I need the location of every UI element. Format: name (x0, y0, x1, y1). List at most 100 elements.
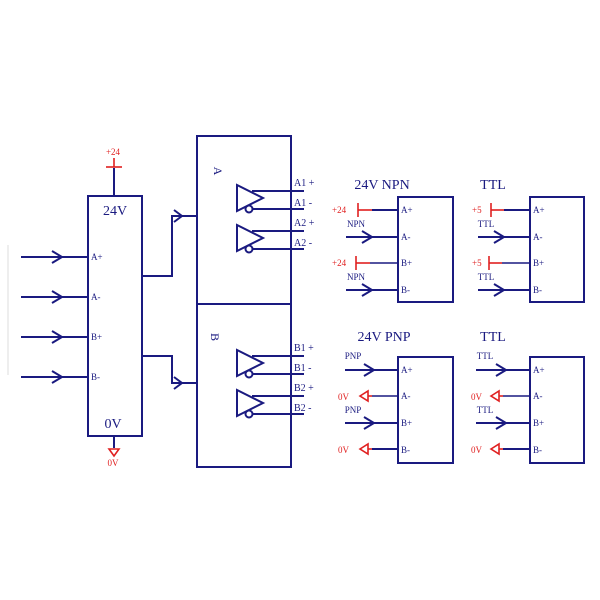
inverter-buffer-icon (236, 223, 266, 253)
arrow-right-icon (493, 230, 506, 244)
pin-label: A- (533, 391, 543, 401)
ground-arrow-icon (358, 389, 369, 403)
channel-b-box (196, 303, 292, 468)
ground-arrow-icon (489, 442, 500, 456)
signal-label: TTL (477, 405, 494, 415)
arrow-right-icon (51, 370, 64, 384)
ground-arrow-icon (489, 389, 500, 403)
output-label: B2 - (294, 403, 312, 414)
pin-label: B+ (533, 418, 544, 428)
inverter-buffer-icon (236, 348, 266, 378)
channel-b-label: B (208, 333, 222, 341)
npn-title: 24V NPN (354, 178, 409, 193)
channel-a-box (196, 135, 292, 305)
arrow-right-icon (361, 283, 374, 297)
inverter-buffer-icon (236, 183, 266, 213)
signal-label: PNP (345, 405, 362, 415)
inversion-bubble (244, 409, 254, 419)
pin-label: B- (533, 445, 542, 455)
input-label: A- (91, 292, 101, 302)
arrow-right-icon (51, 250, 64, 264)
supply-label: +5 (472, 258, 482, 268)
pin-label: B- (533, 285, 542, 295)
ttl-bottom-terminal-box (529, 356, 585, 464)
ttl-top-terminal-box (529, 196, 585, 303)
arrow-right-icon (361, 230, 374, 244)
signal-label: TTL (478, 219, 495, 229)
pin-label: B+ (401, 418, 412, 428)
ground-label: 0V (108, 458, 120, 468)
arrow-right-icon (51, 330, 64, 344)
ttl-bottom-wiring-diagram: TTL A+ A- B+ B- TTL 0V TTL 0V (471, 330, 585, 464)
output-label: B2 + (294, 383, 314, 394)
signal-label: TTL (477, 351, 494, 361)
bottom-voltage-label: 0V (104, 417, 121, 432)
ttl-bottom-title: TTL (480, 330, 506, 345)
pin-label: B+ (533, 258, 544, 268)
channel-a: A A1 + A1 - A2 + A2 - (196, 135, 315, 305)
arrow-right-icon (173, 209, 184, 223)
pin-label: A+ (401, 205, 413, 215)
arrow-right-icon (493, 283, 506, 297)
pin-label: A+ (533, 205, 545, 215)
signal-label: PNP (345, 351, 362, 361)
ttl-top-title: TTL (480, 178, 506, 193)
ground-label: 0V (338, 445, 350, 455)
wire-to-channel-b (142, 355, 197, 384)
main-module-box (87, 195, 143, 437)
input-label: B- (91, 372, 100, 382)
arrow-right-icon (495, 363, 508, 377)
ground-label: 0V (471, 445, 483, 455)
pin-label: B- (401, 285, 410, 295)
pin-label: A- (401, 232, 411, 242)
pin-label: B- (401, 445, 410, 455)
pin-label: A+ (533, 365, 545, 375)
input-a-plus: A+ (21, 250, 103, 264)
input-label: A+ (91, 252, 103, 262)
arrow-right-icon (363, 363, 376, 377)
channel-b: B B1 + B1 - B2 + B2 - (196, 303, 314, 468)
ground-label: 0V (338, 392, 350, 402)
main-module: +24 24V 0V 0V A+ A- B+ B- (21, 147, 197, 468)
output-label: B1 + (294, 343, 314, 354)
ground-icon (107, 448, 121, 458)
output-label: A2 - (294, 238, 312, 249)
arrow-right-icon (495, 416, 508, 430)
pin-label: A- (533, 232, 543, 242)
signal-label: NPN (347, 219, 366, 229)
ground-arrow-icon (358, 442, 369, 456)
channel-a-label: A (211, 167, 225, 176)
inversion-bubble (244, 369, 254, 379)
ttl-top-wiring-diagram: TTL A+ A- B+ B- +5 TTL +5 TTL (472, 178, 585, 303)
input-b-plus: B+ (21, 330, 102, 344)
output-label: A1 + (294, 178, 315, 189)
supply-label: +5 (472, 205, 482, 215)
pnp-terminal-box (397, 356, 454, 464)
inverter-buffer-icon (236, 388, 266, 418)
output-label: A1 - (294, 198, 312, 209)
signal-label: NPN (347, 272, 366, 282)
pin-label: A+ (401, 365, 413, 375)
input-a-minus: A- (21, 290, 101, 304)
supply-label: +24 (332, 258, 347, 268)
arrow-right-icon (363, 416, 376, 430)
pin-label: A- (401, 391, 411, 401)
ground-label: 0V (471, 392, 483, 402)
pnp-title: 24V PNP (357, 330, 410, 345)
pnp-wiring-diagram: 24V PNP A+ A- B+ B- PNP 0V PNP 0V (338, 330, 454, 464)
signal-label: TTL (478, 272, 495, 282)
inversion-bubble (244, 204, 254, 214)
output-label: B1 - (294, 363, 312, 374)
top-voltage-label: 24V (103, 204, 127, 219)
wire-to-channel-a (142, 215, 197, 277)
arrow-right-icon (173, 376, 184, 390)
input-b-minus: B- (21, 370, 100, 384)
npn-wiring-diagram: 24V NPN A+ A- B+ B- +24 NPN +24 NPN (332, 178, 454, 303)
arrow-right-icon (51, 290, 64, 304)
supply-top-label: +24 (106, 147, 121, 157)
supply-label: +24 (332, 205, 347, 215)
pin-label: B+ (401, 258, 412, 268)
output-label: A2 + (294, 218, 315, 229)
input-label: B+ (91, 332, 102, 342)
